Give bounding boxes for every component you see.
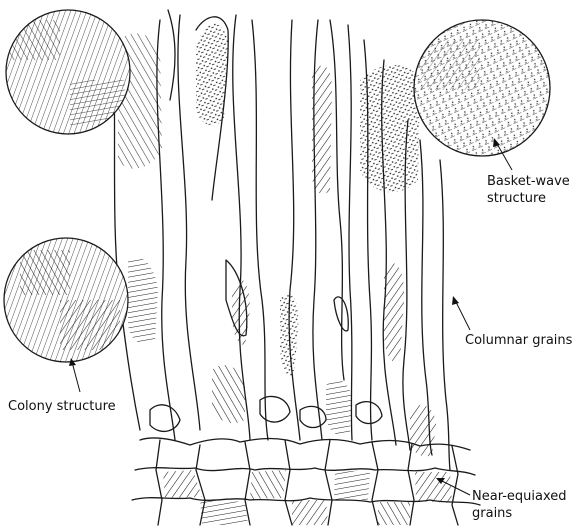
equiaxed-grain-hatching xyxy=(163,470,452,525)
label-basket-wave-structure: structure xyxy=(487,191,546,206)
label-columnar-grains: Columnar grains xyxy=(465,333,573,348)
label-near-equiaxed-grains: grains xyxy=(472,506,512,521)
label-near-equiaxed: Near-equiaxed xyxy=(472,489,567,504)
label-colony-structure: Colony structure xyxy=(8,399,116,414)
inset-colony xyxy=(0,235,135,370)
inset-basket-wave xyxy=(410,15,560,165)
label-basket-wave: Basket-wave xyxy=(487,174,570,189)
